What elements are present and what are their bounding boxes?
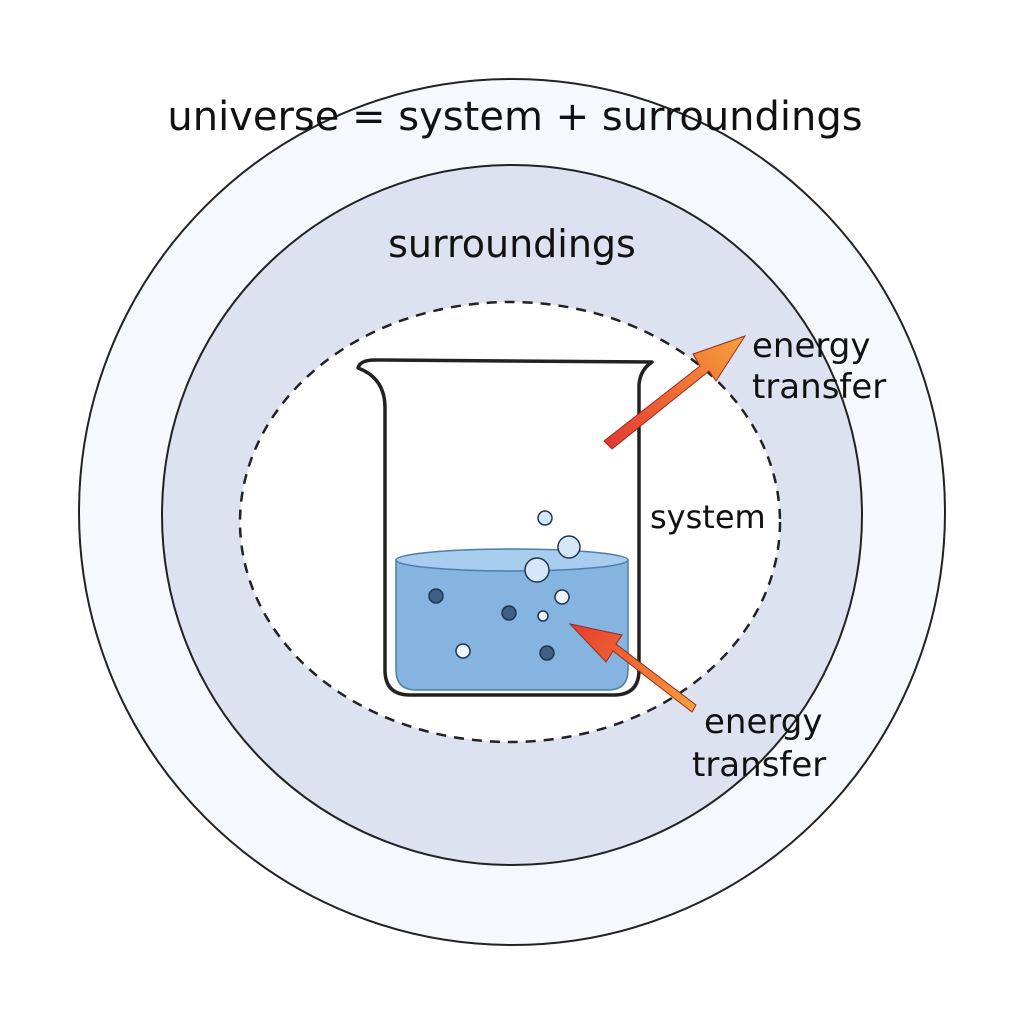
universe-label: universe = system + surroundings (167, 94, 862, 140)
bubble (557, 535, 581, 559)
energy-in-label-line1: energy (704, 702, 822, 742)
bubble (524, 557, 550, 583)
liquid-particles (428, 588, 570, 661)
bubbles (524, 510, 581, 583)
particle (539, 645, 555, 661)
energy-out-arrow (603, 335, 747, 450)
particle (554, 589, 570, 605)
surroundings-label: surroundings (388, 222, 636, 266)
energy-in-label-line2: transfer (692, 745, 826, 785)
energy-in-arrow (568, 623, 697, 713)
particle (501, 605, 517, 621)
particle (428, 588, 444, 604)
beaker (356, 358, 654, 697)
bubble (537, 510, 553, 526)
particle (455, 643, 471, 659)
particle (537, 610, 549, 622)
system-label: system (650, 498, 766, 536)
energy-out-label-line2: transfer (752, 367, 886, 407)
beaker-liquid (395, 548, 629, 691)
energy-out-label-line1: energy (752, 326, 870, 366)
